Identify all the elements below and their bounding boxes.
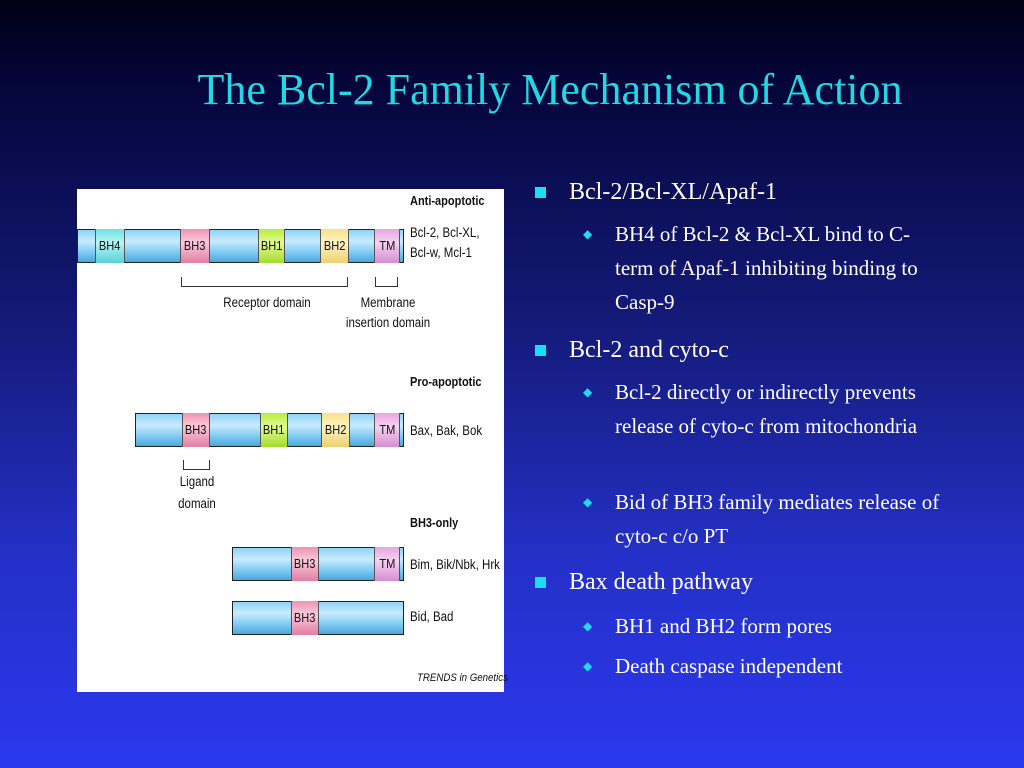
figure-credit: TRENDS in Genetics bbox=[417, 672, 508, 684]
diamond-bullet-icon: ◆ bbox=[583, 385, 593, 399]
diamond-bullet-icon: ◆ bbox=[583, 659, 593, 673]
receptor-domain-label: Receptor domain bbox=[223, 295, 311, 310]
square-bullet-icon bbox=[535, 577, 546, 588]
membrane-insertion-label-line2: insertion domain bbox=[345, 315, 431, 330]
bh2-domain: BH2 bbox=[320, 229, 349, 263]
bh1-domain: BH1 bbox=[260, 413, 288, 447]
anti-apoptotic-members-line2: Bcl-w, Mcl-1 bbox=[410, 245, 472, 260]
bh3-domain: BH3 bbox=[291, 547, 319, 581]
anti-apoptotic-protein-bar: BH4 BH3 BH1 BH2 TM bbox=[77, 229, 404, 263]
ligand-domain-bracket bbox=[183, 460, 210, 470]
receptor-domain-bracket bbox=[181, 277, 348, 287]
bh3-domain: BH3 bbox=[182, 413, 210, 447]
tm-domain: TM bbox=[374, 547, 400, 581]
bh3-only-members-2: Bid, Bad bbox=[410, 609, 454, 624]
bh3-domain: BH3 bbox=[180, 229, 210, 263]
pro-apoptotic-protein-bar: BH3 BH1 BH2 TM bbox=[135, 413, 404, 447]
diamond-bullet-icon: ◆ bbox=[583, 619, 593, 633]
anti-apoptotic-members-line1: Bcl-2, Bcl-XL, bbox=[410, 225, 480, 240]
bh3-domain: BH3 bbox=[291, 601, 319, 635]
diamond-bullet-icon: ◆ bbox=[583, 495, 593, 509]
bh1-domain: BH1 bbox=[258, 229, 285, 263]
membrane-insertion-label-line1: Membrane bbox=[360, 295, 416, 310]
anti-apoptotic-heading: Anti-apoptotic bbox=[410, 194, 485, 208]
tm-domain: TM bbox=[374, 413, 400, 447]
pro-apoptotic-members: Bax, Bak, Bok bbox=[410, 423, 483, 438]
diamond-bullet-icon: ◆ bbox=[583, 227, 593, 241]
ligand-domain-label-line1: Ligand bbox=[179, 474, 215, 489]
ligand-domain-label-line2: domain bbox=[178, 496, 216, 511]
membrane-domain-bracket bbox=[375, 277, 398, 287]
pro-apoptotic-heading: Pro-apoptotic bbox=[410, 375, 482, 389]
bh3-only-protein-bar-2: BH3 bbox=[232, 601, 404, 635]
square-bullet-icon bbox=[535, 345, 546, 356]
bh3-only-protein-bar-1: BH3 TM bbox=[232, 547, 404, 581]
bh4-domain: BH4 bbox=[95, 229, 125, 263]
square-bullet-icon bbox=[535, 187, 546, 198]
tm-domain: TM bbox=[374, 229, 400, 263]
bh2-domain: BH2 bbox=[321, 413, 350, 447]
slide-title: The Bcl-2 Family Mechanism of Action bbox=[197, 65, 903, 114]
bcl2-family-diagram: Anti-apoptotic BH4 BH3 BH1 BH2 TM Bcl-2,… bbox=[77, 189, 508, 692]
bh3-only-heading: BH3-only bbox=[410, 516, 459, 530]
bh3-only-members-1: Bim, Bik/Nbk, Hrk bbox=[410, 557, 500, 572]
